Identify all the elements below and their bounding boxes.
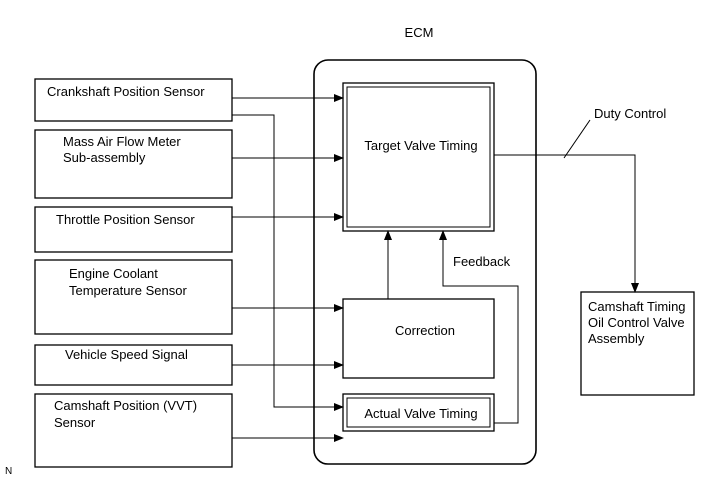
crankshaft-sensor-label: Crankshaft Position Sensor (47, 84, 205, 99)
throttle-sensor-label: Throttle Position Sensor (56, 212, 195, 227)
duty-control-output-wire (494, 154, 639, 293)
correction-block: Correction (342, 298, 495, 379)
duty-control-leader-line (563, 119, 591, 159)
ecm-boundary (313, 59, 537, 465)
camshaft-position-sensor-box: Camshaft Position (VVT) Sensor (34, 393, 233, 468)
correction-label: Correction (395, 323, 455, 338)
target-valve-timing-block: Target Valve Timing (342, 82, 495, 232)
crankshaft-position-sensor-box: Crankshaft Position Sensor (34, 78, 233, 122)
coolant-label-line1: Engine Coolant (69, 266, 158, 281)
ecm-title: ECM (405, 25, 434, 40)
ocv-label-line1: Camshaft Timing (588, 299, 686, 314)
duty-control-label: Duty Control (594, 106, 666, 121)
vehicle-speed-signal-box: Vehicle Speed Signal (34, 344, 233, 386)
actual-valve-timing-block: Actual Valve Timing (342, 393, 495, 432)
maf-label-line1: Mass Air Flow Meter (63, 134, 181, 149)
mass-air-flow-meter-box: Mass Air Flow Meter Sub-assembly (34, 129, 233, 199)
corner-mark: N (5, 466, 12, 477)
camshaft-timing-oil-control-valve-box: Camshaft Timing Oil Control Valve Assemb… (580, 291, 695, 396)
ocv-label-line3: Assembly (588, 331, 645, 346)
camshaft-sensor-label-line1: Camshaft Position (VVT) (54, 398, 197, 413)
ocv-label-line2: Oil Control Valve (588, 315, 685, 330)
maf-label-line2: Sub-assembly (63, 150, 146, 165)
feedback-wire (439, 230, 519, 424)
crankshaft-to-actual-wire (232, 114, 344, 411)
coolant-label-line2: Temperature Sensor (69, 283, 187, 298)
feedback-label: Feedback (453, 254, 511, 269)
target-valve-timing-label: Target Valve Timing (364, 138, 477, 153)
engine-coolant-temperature-sensor-box: Engine Coolant Temperature Sensor (34, 259, 233, 335)
throttle-position-sensor-box: Throttle Position Sensor (34, 206, 233, 253)
actual-valve-timing-label: Actual Valve Timing (364, 406, 477, 421)
speed-signal-label: Vehicle Speed Signal (65, 347, 188, 362)
camshaft-sensor-label-line2: Sensor (54, 415, 96, 430)
